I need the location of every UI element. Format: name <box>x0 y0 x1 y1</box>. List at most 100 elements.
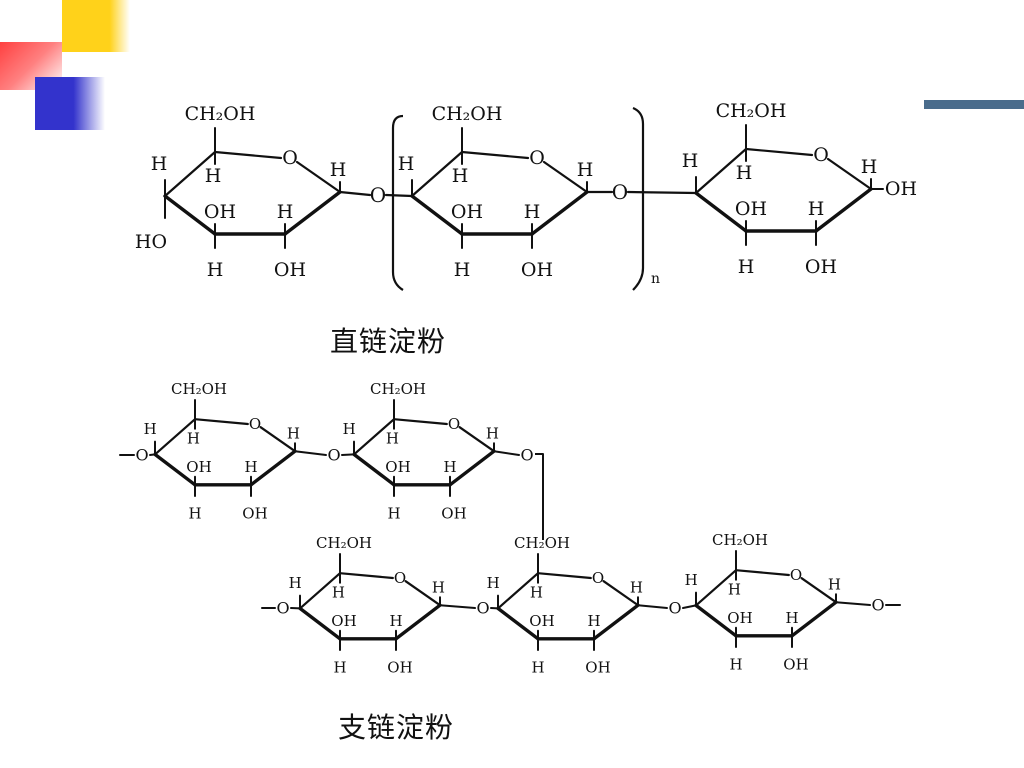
ring-bond <box>410 194 464 236</box>
h-label: H <box>387 505 400 523</box>
ring-bond <box>496 606 540 641</box>
ring-bond <box>153 452 197 487</box>
ring-bond <box>153 418 197 456</box>
h-label: H <box>330 159 347 181</box>
yellow-square-decoration <box>62 0 130 52</box>
oh-label: OH <box>331 612 356 630</box>
ring-bond <box>826 157 873 191</box>
h-label: H <box>486 425 499 443</box>
oh-label: OH <box>242 505 267 523</box>
ring-oxygen-label: O <box>813 144 829 166</box>
ring-bond <box>404 580 442 607</box>
ring-oxygen-label: O <box>249 415 261 433</box>
ring-bond <box>394 603 442 641</box>
ring-bond <box>298 606 342 641</box>
caption-amylose: 直链淀粉 <box>330 325 447 358</box>
h-label: H <box>205 165 222 187</box>
h-label: H <box>587 612 600 630</box>
ch2oh-label: CH₂OH <box>185 103 256 125</box>
glycosidic-oxygen-label: O <box>276 599 289 618</box>
ring-bond <box>734 569 790 577</box>
glycosidic-oxygen-label: O <box>327 446 340 465</box>
glycosidic-oxygen-label: O <box>871 596 884 615</box>
ch2oh-label: CH₂OH <box>712 531 768 549</box>
h-label: H <box>333 659 346 677</box>
h-label: H <box>389 612 402 630</box>
h-label: H <box>398 153 415 175</box>
h-label: H <box>729 656 742 674</box>
h-label: H <box>386 429 399 447</box>
ring-bond <box>448 449 496 487</box>
ch2oh-label: CH₂OH <box>370 380 426 398</box>
glycosidic-bond <box>626 190 698 195</box>
ring-bond <box>800 577 838 604</box>
h-label: H <box>728 580 741 598</box>
h-label: H <box>736 162 753 184</box>
ring-bond <box>460 150 530 160</box>
h-label: H <box>577 159 594 181</box>
oh-label: OH <box>521 259 553 281</box>
ring-bond <box>249 449 297 487</box>
glycosidic-oxygen-label: O <box>520 446 533 465</box>
ring-bond <box>602 580 640 607</box>
h-label: H <box>530 583 543 601</box>
glycosidic-bond <box>149 453 156 456</box>
h-label: H <box>524 201 541 223</box>
ring-bond <box>213 150 283 160</box>
ring-bond <box>694 191 748 233</box>
glycosidic-bond <box>384 193 414 198</box>
oh-label: OH <box>441 505 466 523</box>
ring-bond <box>530 190 589 236</box>
h-label: H <box>432 579 445 597</box>
h-label: H <box>452 165 469 187</box>
ring-oxygen-label: O <box>448 415 460 433</box>
ch2oh-label: CH₂OH <box>171 380 227 398</box>
ring-bond <box>352 418 396 456</box>
ring-bond <box>163 194 217 236</box>
h-label: H <box>828 576 841 594</box>
right-bracket <box>632 106 645 291</box>
accent-bar <box>924 100 1024 109</box>
h-label: H <box>682 150 699 172</box>
h-label: H <box>151 153 168 175</box>
oh-label: OH <box>186 458 211 476</box>
h-label: H <box>289 574 302 592</box>
ring-bond <box>744 147 814 157</box>
ring-oxygen-label: O <box>282 147 298 169</box>
oh-label: OH <box>387 659 412 677</box>
h-label: H <box>188 505 201 523</box>
h-label: H <box>861 156 878 178</box>
h-label: H <box>487 574 500 592</box>
ring-oxygen-label: O <box>529 147 545 169</box>
glycosidic-oxygen-label: O <box>668 599 681 618</box>
oh-label: OH <box>885 178 917 200</box>
blue-square-decoration <box>35 77 105 130</box>
ring-oxygen-label: O <box>592 569 604 587</box>
glycosidic-bond <box>294 450 327 456</box>
ring-bond <box>193 418 249 426</box>
ring-bond <box>352 452 396 487</box>
ring-bond <box>694 603 738 638</box>
glycosidic-bond <box>637 604 668 609</box>
h-label: H <box>738 256 755 278</box>
h-label: H <box>443 458 456 476</box>
ring-bond <box>542 160 589 194</box>
glycosidic-bond <box>682 604 697 609</box>
ring-bond <box>392 418 448 426</box>
ring-bond <box>496 572 540 610</box>
h-label: H <box>207 259 224 281</box>
h-label: H <box>187 429 200 447</box>
glycosidic-bond <box>439 604 476 609</box>
glycosidic-bond <box>835 601 871 606</box>
h-label: H <box>287 425 300 443</box>
glycosidic-bond <box>338 190 372 197</box>
ch2oh-label: CH₂OH <box>514 534 570 552</box>
ch2oh-label: CH₂OH <box>432 103 503 125</box>
oh-label: OH <box>585 659 610 677</box>
glycosidic-oxygen-label: O <box>370 183 386 207</box>
oh-label: OH <box>529 612 554 630</box>
ring-bond <box>259 426 297 453</box>
ring-bond <box>694 569 738 607</box>
glycosidic-bond <box>341 453 355 456</box>
ring-bond <box>338 572 394 580</box>
